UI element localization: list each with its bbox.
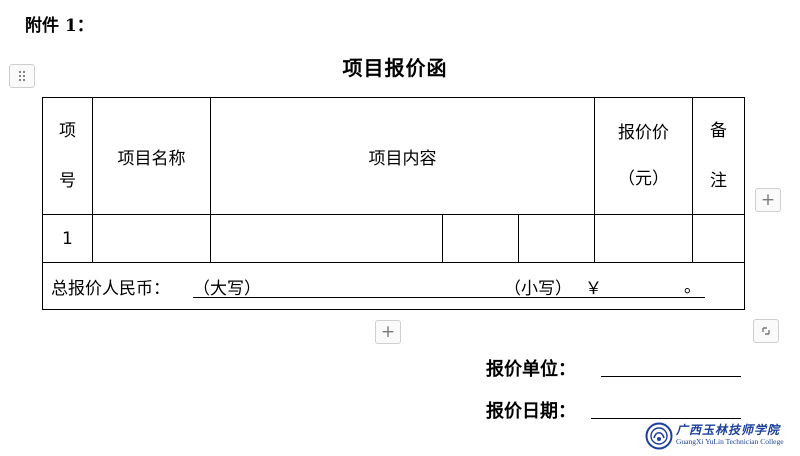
quote-unit-label: 报价单位： bbox=[486, 359, 576, 380]
table-drag-handle[interactable] bbox=[9, 64, 35, 88]
total-upper-label: （大写） bbox=[193, 279, 261, 299]
row-content-cell-3[interactable] bbox=[518, 214, 595, 263]
end-mark: 。 bbox=[684, 277, 701, 297]
college-watermark: 广西玉林技师学院 GuangXi YuLin Technician Colleg… bbox=[643, 421, 799, 451]
total-row: 总报价人民币： （大写） （小写） ￥ 。 bbox=[42, 262, 745, 310]
quote-table: 项 号 项目名称 项目内容 报价价 （元） 备 注 1 总报价人民币： （大写）… bbox=[42, 97, 745, 310]
header-remark-line2: 注 bbox=[710, 171, 727, 191]
currency-symbol: ￥ bbox=[585, 279, 602, 299]
attachment-label: 附件 1： bbox=[25, 16, 94, 36]
quote-date-label: 报价日期： bbox=[486, 401, 576, 422]
plus-icon: + bbox=[760, 190, 776, 210]
row-number-cell[interactable]: 1 bbox=[42, 214, 93, 263]
header-item-no-line2: 号 bbox=[59, 171, 76, 191]
quote-unit-blank-line bbox=[601, 376, 741, 377]
total-lower-label: （小写） bbox=[504, 279, 572, 299]
college-name-cn: 广西玉林技师学院 bbox=[676, 423, 781, 437]
header-price: 报价价 （元） bbox=[594, 97, 693, 215]
total-label: 总报价人民币： bbox=[51, 279, 170, 299]
quote-date-blank-line bbox=[591, 418, 741, 419]
row-content-cell-2[interactable] bbox=[442, 214, 519, 263]
header-price-line1: 报价价 bbox=[618, 123, 669, 143]
college-name-en: GuangXi YuLin Technician College bbox=[676, 437, 784, 446]
header-item-no-line1: 项 bbox=[59, 121, 76, 141]
amount-underline bbox=[193, 297, 705, 298]
header-remark: 备 注 bbox=[692, 97, 745, 215]
add-row-button[interactable]: + bbox=[375, 320, 401, 344]
row-content-cell-1[interactable] bbox=[210, 214, 443, 263]
college-emblem-icon bbox=[645, 422, 673, 450]
row-price-cell[interactable] bbox=[594, 214, 693, 263]
header-row: 项 号 项目名称 项目内容 报价价 （元） 备 注 bbox=[42, 97, 745, 215]
table-row: 1 bbox=[42, 214, 745, 263]
plus-icon: + bbox=[380, 322, 396, 342]
header-price-line2: （元） bbox=[618, 169, 669, 189]
header-item-content: 项目内容 bbox=[210, 97, 595, 215]
grip-dots-icon bbox=[18, 70, 26, 82]
row-name-cell[interactable] bbox=[92, 214, 211, 263]
table-resize-handle[interactable] bbox=[753, 319, 779, 343]
row-remark-cell[interactable] bbox=[692, 214, 745, 263]
total-cell[interactable]: 总报价人民币： （大写） （小写） ￥ 。 bbox=[42, 262, 745, 310]
document-title: 项目报价函 bbox=[342, 56, 448, 80]
add-column-button[interactable]: + bbox=[755, 188, 781, 212]
header-item-name: 项目名称 bbox=[92, 97, 211, 215]
header-remark-line1: 备 bbox=[710, 121, 727, 141]
header-item-no: 项 号 bbox=[42, 97, 93, 215]
resize-corner-icon bbox=[762, 327, 770, 335]
